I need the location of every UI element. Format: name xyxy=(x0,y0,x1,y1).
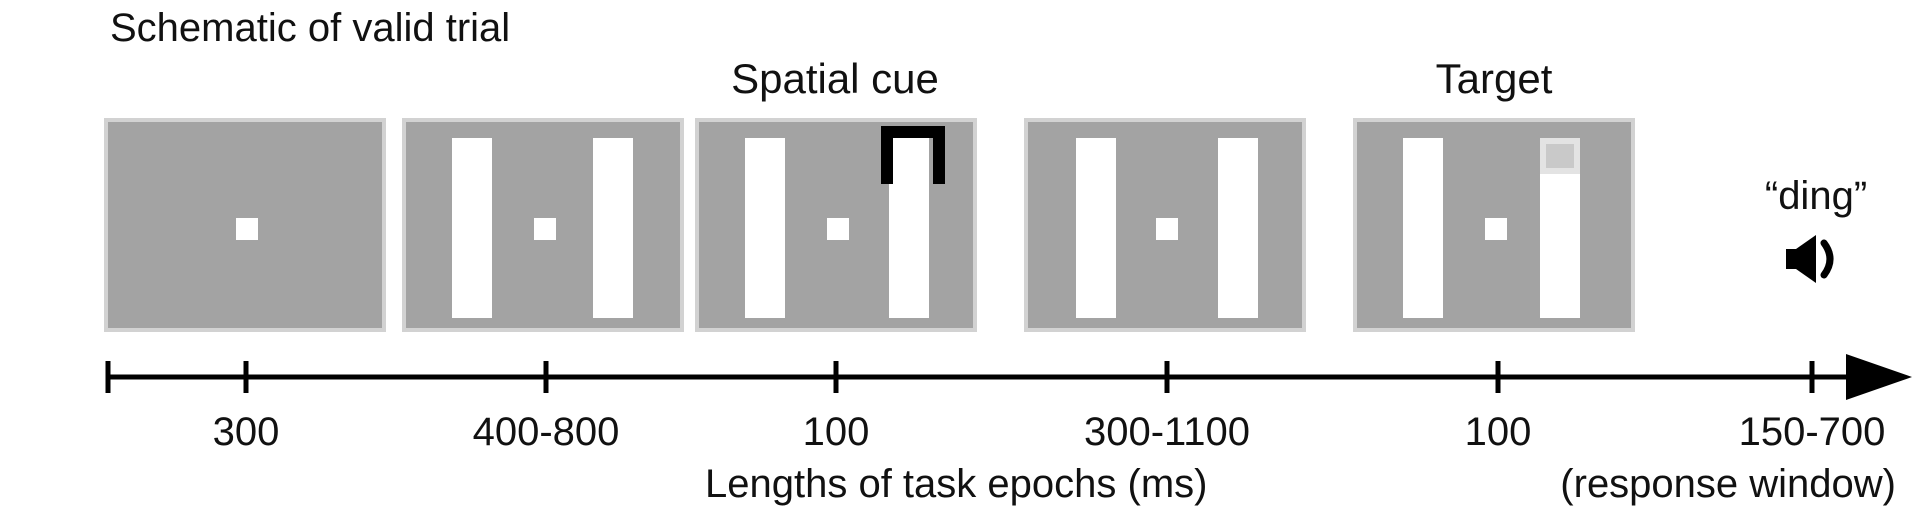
placeholder-frame xyxy=(402,118,684,332)
duration-label: 300 xyxy=(212,410,280,454)
left-placeholder-bar xyxy=(1403,138,1443,318)
left-placeholder-bar xyxy=(452,138,492,318)
fixation-point xyxy=(534,218,556,240)
duration-label: 100 xyxy=(802,410,870,454)
target-frame-label: Target xyxy=(1435,55,1553,102)
right-placeholder-bar xyxy=(1218,138,1258,318)
right-placeholder-bar xyxy=(593,138,633,318)
response-window-label: (response window) xyxy=(1560,462,1896,506)
delay-frame xyxy=(1024,118,1306,332)
ding-label: “ding” xyxy=(1764,174,1868,218)
right-placeholder-bar xyxy=(889,138,929,318)
axis-title: Lengths of task epochs (ms) xyxy=(705,462,1208,506)
left-placeholder-bar xyxy=(1076,138,1116,318)
duration-label: 400-800 xyxy=(472,410,620,454)
figure-title: Schematic of valid trial xyxy=(110,6,511,50)
fixation-point xyxy=(827,218,849,240)
fixation-point xyxy=(236,218,258,240)
spatial-cue-marker xyxy=(881,126,945,184)
timeline-axis xyxy=(105,354,1912,400)
target-stimulus-core xyxy=(1546,144,1574,168)
left-placeholder-bar xyxy=(745,138,785,318)
fixation-frame xyxy=(104,118,386,332)
cue-frame-label: Spatial cue xyxy=(731,55,939,102)
duration-label: 300-1100 xyxy=(1083,410,1251,454)
duration-label: 150-700 xyxy=(1738,410,1886,454)
spatial-cue-frame xyxy=(695,118,977,332)
speaker-icon xyxy=(1786,235,1834,283)
timeline-arrowhead xyxy=(1846,354,1912,400)
target-frame xyxy=(1353,118,1635,332)
duration-label: 100 xyxy=(1464,410,1532,454)
fixation-point xyxy=(1485,218,1507,240)
fixation-point xyxy=(1156,218,1178,240)
